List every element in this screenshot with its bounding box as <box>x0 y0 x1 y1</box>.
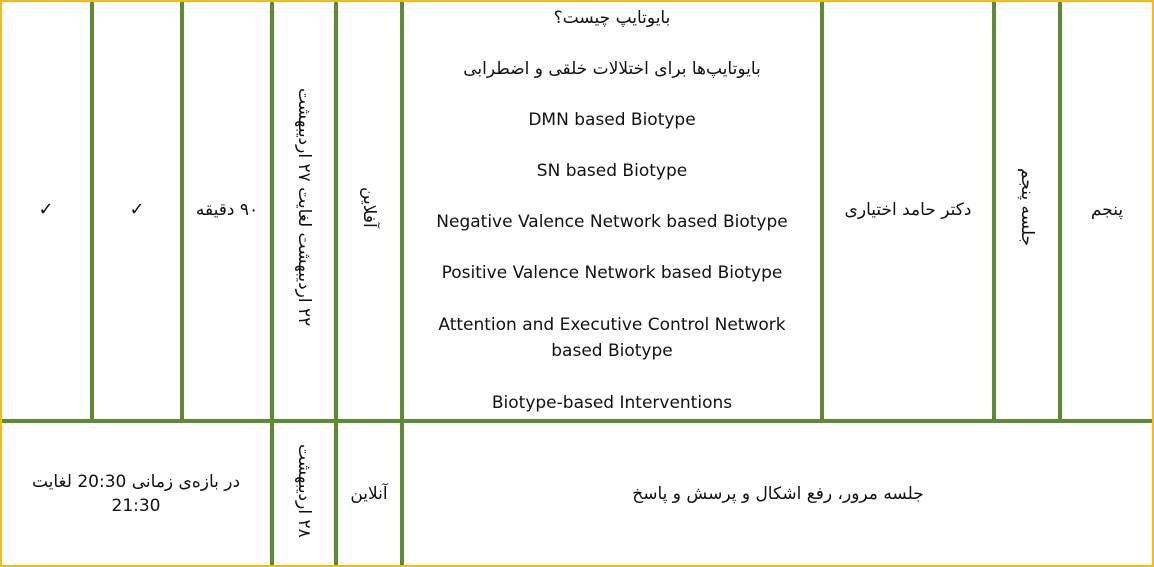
review-date-cell: ۲۸ اردیبهشت <box>270 420 338 565</box>
instructor-name: دکتر حامد اختیاری <box>844 200 972 221</box>
check-cell-2: ✓ <box>2 2 94 423</box>
check-icon: ✓ <box>38 199 54 221</box>
topic-item: Biotype-based Interventions <box>491 392 733 413</box>
topic-item: DMN based Biotype <box>528 109 696 130</box>
date-cell: ۲۲ اردیبهشت لغایت ۲۷ اردیبهشت <box>270 2 338 423</box>
session-number: پنجم <box>1090 200 1124 221</box>
review-title-cell: جلسه مرور، رفع اشکال و پرسش و پاسخ <box>400 420 1152 565</box>
topic-item: Positive Valence Network based Biotype <box>441 262 783 283</box>
review-time-cell: در بازه‌ی زمانی 20:30 لغایت 21:30 <box>2 420 274 565</box>
topic-item: بایوتایپ چیست؟ <box>553 7 671 28</box>
session-number-cell: پنجم <box>1058 2 1152 423</box>
review-mode: آنلاین <box>350 483 388 504</box>
review-mode-cell: آنلاین <box>334 420 404 565</box>
session-title-cell: جلسه پنجم <box>992 2 1062 423</box>
review-title: جلسه مرور، رفع اشکال و پرسش و پاسخ <box>632 483 924 504</box>
topic-item: Attention and Executive Control Network … <box>438 314 786 361</box>
topic-item: SN based Biotype <box>536 160 688 181</box>
table-row: پنجم جلسه پنجم دکتر حامد اختیاری بایوتای… <box>2 2 1152 423</box>
topic-item: بایوتایپ‌ها برای اختلالات خلقی و اضطرابی <box>463 58 761 79</box>
session-date: ۲۲ اردیبهشت لغایت ۲۷ اردیبهشت <box>294 87 314 327</box>
topic-item: Negative Valence Network based Biotype <box>436 211 788 232</box>
table-row: جلسه مرور، رفع اشکال و پرسش و پاسخ آنلای… <box>2 420 1152 565</box>
session-duration: ۹۰ دقیقه <box>195 200 259 221</box>
duration-cell: ۹۰ دقیقه <box>180 2 274 423</box>
review-time: در بازه‌ی زمانی 20:30 لغایت 21:30 <box>31 471 241 516</box>
session-title: جلسه پنجم <box>1017 167 1037 246</box>
review-date: ۲۸ اردیبهشت <box>294 443 314 538</box>
instructor-cell: دکتر حامد اختیاری <box>820 2 996 423</box>
check-icon: ✓ <box>129 199 145 221</box>
mode-cell: آفلاین <box>334 2 404 423</box>
check-cell-1: ✓ <box>90 2 184 423</box>
session-mode: آفلاین <box>359 186 379 228</box>
topics-cell: بایوتایپ چیست؟ بایوتایپ‌ها برای اختلالات… <box>400 2 824 423</box>
